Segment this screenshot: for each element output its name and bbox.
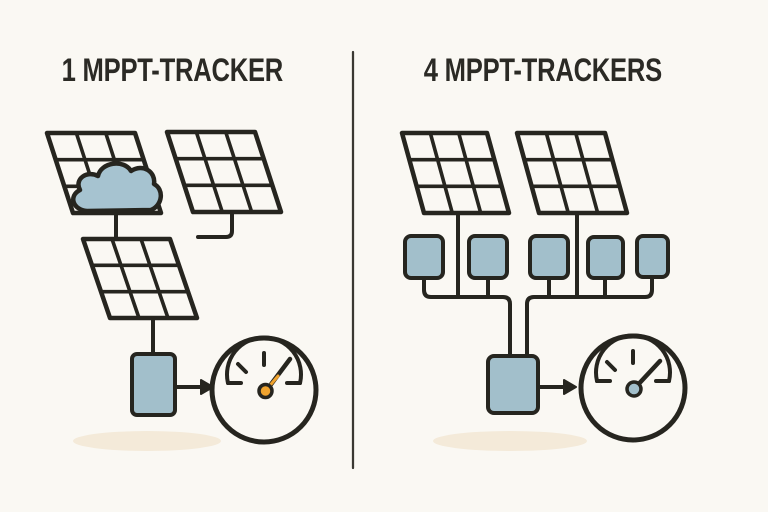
right-diagram	[399, 130, 688, 451]
right-bus-wire	[525, 276, 654, 359]
optimizer-box-5	[635, 234, 670, 279]
right-section-title: 4 MPPT-TRACKERS	[353, 52, 733, 88]
right-arrow-icon-left	[175, 379, 214, 395]
mppt-box-single	[130, 352, 177, 417]
power-meter-icon-left	[209, 335, 319, 445]
optimizer-box-2	[467, 234, 509, 280]
pv-module-icon-left-b	[164, 129, 284, 215]
right-title-text: 4 MPPT-TRACKERS	[423, 52, 663, 88]
right-ground-shadow	[433, 431, 587, 451]
gauge-dial-arc	[225, 335, 303, 385]
optimizer-box-3	[528, 234, 570, 280]
shading-cloud-icon	[71, 161, 163, 214]
optimizer-box-4	[586, 235, 625, 280]
pv-module-icon-right-a	[399, 130, 512, 216]
gauge-tick-marks	[605, 349, 635, 372]
pv-module-icon-left-c	[80, 236, 200, 321]
pv-module-icon-right-b	[514, 130, 630, 216]
gauge-hub-blue	[625, 380, 643, 398]
gauge-tick-marks	[236, 351, 266, 374]
inverter-box	[486, 354, 540, 415]
right-arrow-icon-right	[538, 379, 577, 395]
left-ground-shadow	[73, 431, 221, 451]
optimizer-box-1	[403, 234, 445, 280]
left-section-title: 1 MPPT-TRACKER	[0, 52, 344, 88]
gauge-dial-arc	[594, 333, 672, 383]
left-diagram	[44, 129, 319, 451]
left-title-text: 1 MPPT-TRACKER	[61, 52, 283, 88]
panel-b-string-connector	[196, 212, 234, 239]
gauge-hub-orange	[257, 382, 274, 400]
left-bus-wire	[422, 276, 512, 359]
power-meter-icon-right	[578, 333, 688, 443]
